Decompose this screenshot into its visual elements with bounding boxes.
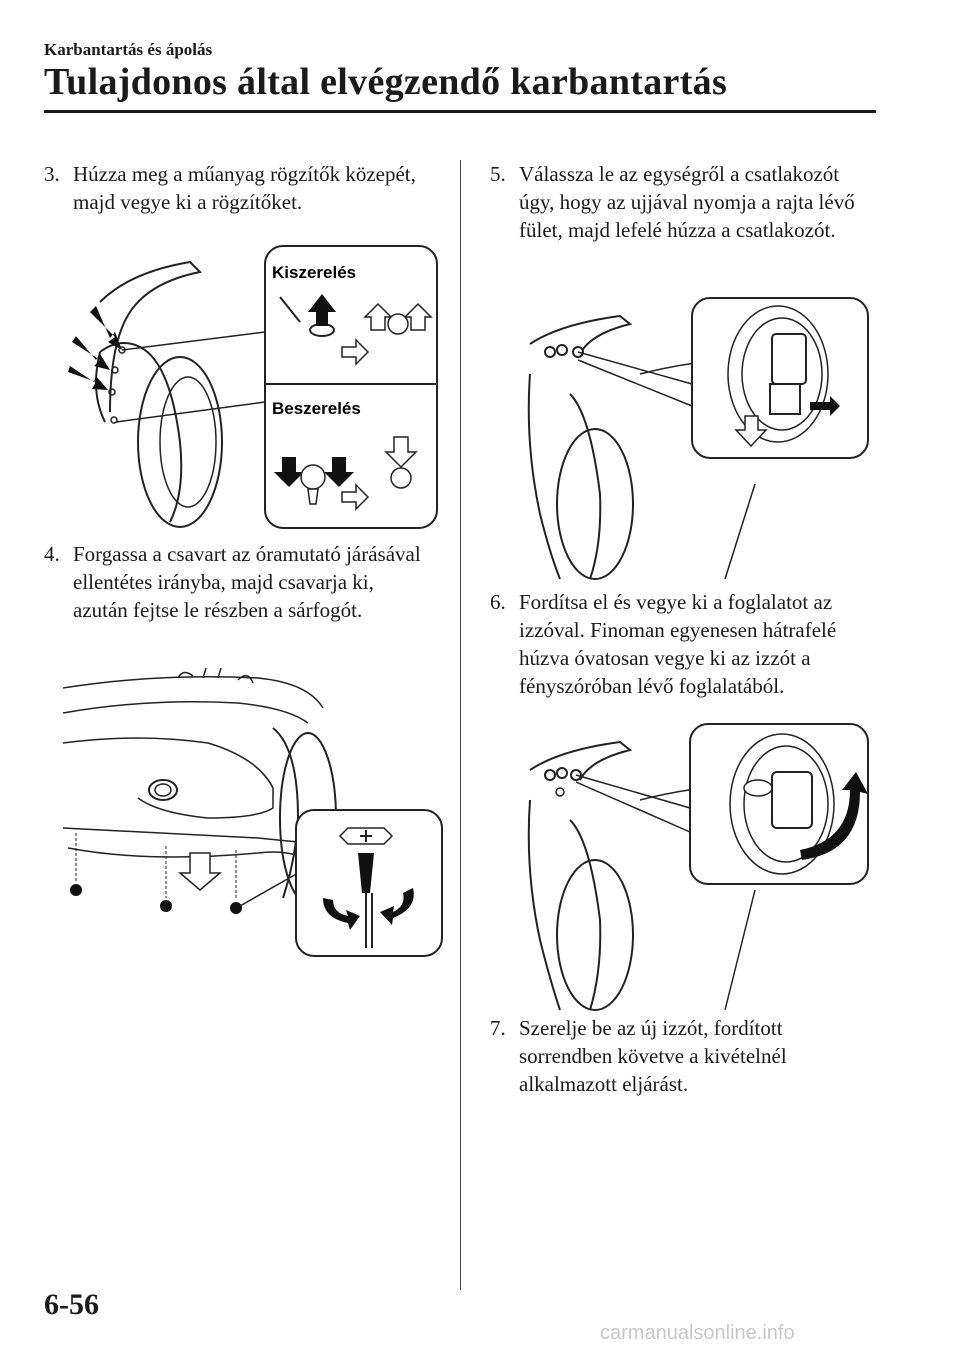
page-number: 6-56 [44, 1288, 99, 1321]
step-6: 6. Fordítsa el és vegye ki a foglalatot … [490, 588, 870, 700]
step-4: 4. Forgassa a csavart az óramutató járás… [44, 540, 424, 624]
section-label: Karbantartás és ápolás [44, 40, 213, 59]
step-number: 3. [44, 162, 60, 186]
label-remove: Kiszerelés [272, 263, 356, 282]
step-text: Húzza meg a műanyag rögzítők közepét, ma… [73, 162, 416, 214]
figure-connector-removal [520, 294, 872, 584]
column-divider [460, 160, 461, 1290]
label-install: Beszerelés [272, 399, 361, 418]
step-number: 6. [490, 590, 506, 614]
step-text: Válassza le az egységről a csatlakozót ú… [519, 162, 855, 242]
step-number: 7. [490, 1016, 506, 1040]
title-rule [44, 110, 876, 113]
step-5: 5. Válassza le az egységről a csatlakozó… [490, 160, 870, 244]
step-7: 7. Szerelje be az új izzót, fordított so… [490, 1014, 870, 1098]
figure-bulb-removal [520, 720, 872, 1012]
figure-screw-removal [58, 668, 448, 958]
step-text: Fordítsa el és vegye ki a foglalatot az … [519, 590, 837, 698]
step-text: Szerelje be az új izzót, fordított sorre… [519, 1016, 787, 1096]
page-title: Tulajdonos által elvégzendő karbantartás [44, 61, 728, 103]
step-text: Forgassa a csavart az óramutató járásáva… [73, 542, 421, 622]
figure-clip-removal: Kiszerelés Beszerelés [60, 242, 440, 532]
watermark: carmanualsonline.info [600, 1322, 795, 1344]
step-3: 3. Húzza meg a műanyag rögzítők közepét,… [44, 160, 424, 216]
step-number: 5. [490, 162, 506, 186]
step-number: 4. [44, 542, 60, 566]
